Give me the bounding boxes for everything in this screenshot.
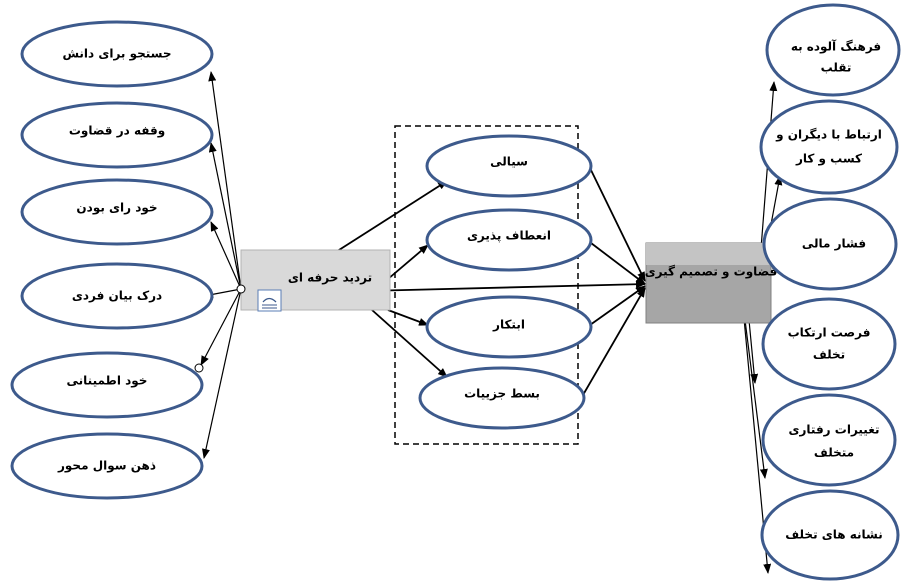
arrow-center-to-left-5 <box>202 288 242 459</box>
connector-handle-top <box>236 284 246 294</box>
arrow-center-to-left-0 <box>208 71 242 290</box>
left-node-2: خود رای بودن <box>20 178 214 246</box>
right-node-4: تغییرات رفتاری متخلف <box>761 393 897 487</box>
right-node-3-line2: تخلف <box>813 348 845 362</box>
middle-node-1-label: انعطاف پذیری <box>467 229 551 243</box>
right-node-2: فشار مالی <box>762 197 898 291</box>
left-node-5: ذهن سوال محور <box>10 432 204 500</box>
left-node-0-label: جستجو برای دانش <box>62 47 171 62</box>
left-node-3-label: درک بیان فردی <box>72 289 162 303</box>
right-node-2-line1: فشار مالی <box>802 237 866 251</box>
arrow-center-to-middle-0 <box>327 180 448 258</box>
arrow-center-to-left-4 <box>200 288 242 366</box>
middle-node-1: انعطاف پذیری <box>425 208 593 272</box>
arrow-center-to-left-1 <box>208 142 242 290</box>
left-node-4: خود اطمینانی <box>10 351 204 419</box>
right-node-0-line1: فرهنگ آلوده به <box>791 39 881 55</box>
arrow-middle-1-to-judgment <box>590 242 646 285</box>
middle-node-2: ابتکار <box>425 295 593 359</box>
left-node-4-label: خود اطمینانی <box>67 374 148 389</box>
document-icon <box>257 289 282 312</box>
right-node-5: نشانه های تخلف <box>760 489 900 581</box>
left-node-0: جستجو برای دانش <box>20 20 214 88</box>
arrow-judgment-to-right-4 <box>744 319 768 479</box>
right-node-1-line1: ارتباط با دیگران و <box>775 128 882 143</box>
center-box-label: تردید حرفه ای <box>288 271 372 285</box>
right-node-4-line1: تغییرات رفتاری <box>789 423 880 437</box>
arrow-center-to-middle-3 <box>371 309 448 378</box>
middle-node-0: سیالی <box>425 134 593 198</box>
right-node-4-line2: متخلف <box>814 446 854 460</box>
right-node-1-line2: کسب و کار <box>795 152 862 167</box>
left-node-3: درک بیان فردی <box>20 262 214 330</box>
middle-node-2-label: ابتکار <box>492 318 525 332</box>
right-node-3: فرصت ارتکاب تخلف <box>761 297 897 391</box>
left-node-1: وقفه در قضاوت <box>20 101 214 169</box>
arrow-center-to-middle-2 <box>387 309 429 326</box>
right-node-0-line2: تقلب <box>821 61 852 75</box>
left-node-5-label: ذهن سوال محور <box>57 459 156 474</box>
arrow-middle-0-to-judgment <box>589 167 646 282</box>
left-node-2-label: خود رای بودن <box>76 201 157 216</box>
arrow-judgment-to-right-3 <box>748 319 759 384</box>
judgment-box: قضاوت و تصمیم گیری <box>645 242 778 324</box>
center-box: تردید حرفه ای <box>240 249 391 312</box>
arrow-middle-3-to-judgment <box>582 287 646 396</box>
arrow-center-to-left-2 <box>210 221 242 290</box>
arrow-center-to-middle-1 <box>387 244 429 280</box>
middle-node-0-label: سیالی <box>490 155 528 169</box>
judgment-box-label: قضاوت و تصمیم گیری <box>645 265 778 280</box>
left-node-1-label: وقفه در قضاوت <box>69 124 165 139</box>
arrow-middle-2-to-judgment <box>589 285 646 326</box>
right-node-3-line1: فرصت ارتکاب <box>788 326 871 340</box>
right-node-0: فرهنگ آلوده به تقلب <box>765 3 901 97</box>
right-node-1: ارتباط با دیگران و کسب و کار <box>759 99 899 195</box>
middle-node-3: بسط جزییات <box>418 366 586 430</box>
right-node-5-line1: نشانه های تخلف <box>785 528 883 542</box>
arrow-center-to-judgment <box>366 280 646 292</box>
middle-node-3-label: بسط جزییات <box>464 387 540 401</box>
connector-handle-bottom <box>194 363 204 373</box>
